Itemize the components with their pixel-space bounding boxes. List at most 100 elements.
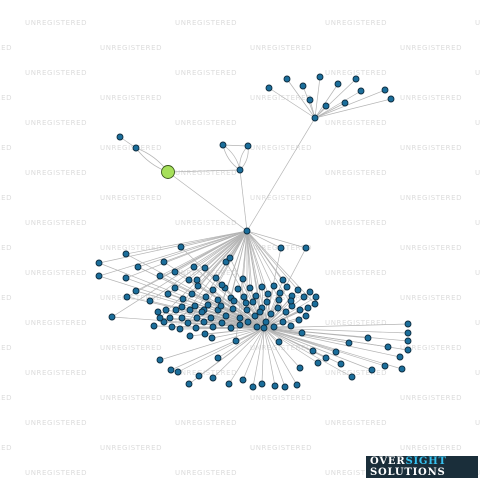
- graph-node: [171, 284, 179, 292]
- graph-node: [191, 302, 199, 310]
- graph-node: [334, 80, 342, 88]
- graph-node: [164, 290, 172, 298]
- graph-node: [239, 275, 247, 283]
- watermark-text: UNREGISTERED: [250, 44, 312, 52]
- graph-node: [252, 292, 260, 300]
- watermark-text: UNREGISTERED: [325, 19, 387, 27]
- watermark-text: UNREGISTERED: [250, 144, 312, 152]
- graph-node: [193, 276, 201, 284]
- graph-edge: [159, 230, 248, 277]
- graph-node: [265, 84, 273, 92]
- graph-edge: [201, 311, 265, 329]
- watermark-text: UNREGISTERED: [25, 419, 87, 427]
- graph-node: [160, 258, 168, 266]
- graph-edge: [263, 327, 276, 387]
- graph-node: [404, 320, 412, 328]
- graph-node: [345, 339, 353, 347]
- watermark-text: UNREGISTERED: [250, 344, 312, 352]
- graph-edge: [263, 327, 350, 344]
- graph-node: [384, 343, 392, 351]
- graph-node: [287, 297, 295, 305]
- graph-edge: [263, 327, 386, 367]
- graph-edge: [167, 230, 248, 295]
- graph-hub-node: [311, 114, 319, 122]
- graph-node: [304, 304, 312, 312]
- graph-node: [348, 373, 356, 381]
- graph-edge: [263, 327, 401, 358]
- graph-node: [322, 102, 330, 110]
- graph-node: [256, 308, 264, 316]
- graph-node: [132, 287, 140, 295]
- watermark-text: UNREGISTERED: [250, 394, 312, 402]
- graph-node: [249, 383, 257, 391]
- graph-node: [219, 141, 227, 149]
- graph-edge: [225, 230, 248, 317]
- watermark-text: UNREGISTERED: [400, 194, 462, 202]
- graph-node: [275, 296, 283, 304]
- graph-node: [398, 365, 406, 373]
- watermark-text: UNREGISTERED: [25, 269, 87, 277]
- graph-edge: [163, 230, 248, 323]
- graph-edge: [263, 327, 286, 388]
- graph-node: [270, 323, 278, 331]
- graph-edge: [314, 78, 357, 119]
- graph-node: [116, 133, 124, 141]
- watermark-text: UNREGISTERED: [475, 269, 480, 277]
- graph-node: [276, 289, 284, 297]
- graph-node: [195, 372, 203, 380]
- watermark-text: UNREGISTERED: [175, 419, 237, 427]
- graph-edge: [314, 76, 321, 119]
- graph-hub-node: [243, 227, 251, 235]
- graph-node: [167, 366, 175, 374]
- graph-node: [287, 322, 295, 330]
- watermark-text: UNREGISTERED: [475, 69, 480, 77]
- graph-node: [267, 310, 275, 318]
- watermark-text: UNREGISTERED: [475, 119, 480, 127]
- graph-node: [281, 383, 289, 391]
- graph-node: [283, 283, 291, 291]
- watermark-text: UNREGISTERED: [400, 244, 462, 252]
- graph-edge: [125, 230, 248, 255]
- watermark-text: UNREGISTERED: [100, 244, 162, 252]
- watermark-text: UNREGISTERED: [325, 69, 387, 77]
- watermark-text: UNREGISTERED: [100, 144, 162, 152]
- graph-node: [209, 286, 217, 294]
- watermark-text: UNREGISTERED: [175, 69, 237, 77]
- graph-node: [190, 263, 198, 271]
- graph-node: [229, 305, 237, 313]
- graph-edge: [135, 230, 248, 292]
- watermark-text: UNREGISTERED: [400, 444, 462, 452]
- graph-edge: [98, 230, 248, 264]
- graph-node: [212, 274, 220, 282]
- watermark-text: UNREGISTERED: [325, 419, 387, 427]
- watermark-text: UNREGISTERED: [0, 44, 12, 52]
- watermark-text: UNREGISTERED: [400, 294, 462, 302]
- graph-node: [244, 318, 252, 326]
- watermark-text: UNREGISTERED: [100, 394, 162, 402]
- graph-node: [253, 323, 261, 331]
- graph-edge: [314, 83, 339, 119]
- graph-node: [217, 302, 225, 310]
- graph-node: [184, 319, 192, 327]
- watermark-text: UNREGISTERED: [100, 94, 162, 102]
- watermark-text: UNREGISTERED: [325, 469, 387, 477]
- graph-node: [154, 308, 162, 316]
- graph-node: [258, 283, 266, 291]
- graph-edge: [187, 322, 265, 329]
- graph-node: [322, 354, 330, 362]
- graph-node: [357, 87, 365, 95]
- graph-edge: [217, 327, 265, 359]
- graph-node: [341, 99, 349, 107]
- graph-edge: [263, 327, 298, 386]
- graph-node: [232, 337, 240, 345]
- watermark-text: UNREGISTERED: [100, 44, 162, 52]
- graph-edge: [220, 230, 248, 307]
- watermark-text: UNREGISTERED: [175, 19, 237, 27]
- graph-node: [226, 254, 234, 262]
- graph-node: [166, 314, 174, 322]
- graph-node: [302, 312, 310, 320]
- graph-node: [306, 96, 314, 104]
- graph-node: [234, 285, 242, 293]
- watermark-text: UNREGISTERED: [25, 169, 87, 177]
